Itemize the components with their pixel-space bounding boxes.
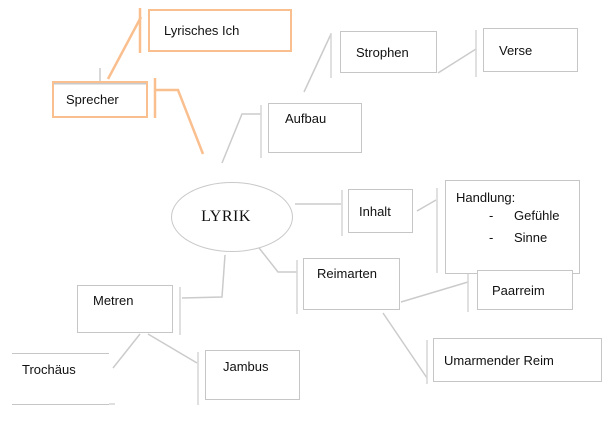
- trochaeus-label: Trochäus: [22, 362, 76, 377]
- connector-inhalt-handlung: [416, 199, 437, 212]
- node-handlung[interactable]: Handlung: - Gefühle - Sinne: [445, 180, 580, 274]
- node-lyrisches-ich[interactable]: Lyrisches Ich: [148, 9, 292, 52]
- node-aufbau[interactable]: Aufbau: [268, 103, 362, 153]
- node-metren[interactable]: Metren: [77, 285, 173, 333]
- jambus-label: Jambus: [223, 359, 269, 374]
- connector-lyrik-reimarten: [251, 238, 297, 273]
- umarmender-reim-label: Umarmender Reim: [444, 352, 554, 368]
- paarreim-label: Paarreim: [492, 282, 545, 298]
- handlung-item-label: Sinne: [514, 230, 548, 245]
- node-paarreim[interactable]: Paarreim: [477, 270, 573, 310]
- metren-label: Metren: [93, 293, 134, 308]
- connector-strophen-verse: [437, 48, 477, 74]
- node-jambus[interactable]: Jambus: [205, 350, 300, 400]
- aufbau-label: Aufbau: [285, 111, 327, 126]
- bullet-dash: -: [489, 208, 494, 223]
- inhalt-label: Inhalt: [359, 203, 391, 219]
- connector-sprecher-lyrisches-ich: [106, 16, 143, 80]
- connector-metren-jambus: [147, 333, 198, 364]
- node-trochaeus[interactable]: Trochäus: [12, 353, 109, 405]
- node-reimarten[interactable]: Reimarten: [303, 258, 400, 310]
- node-inhalt[interactable]: Inhalt: [348, 189, 413, 233]
- connector-lyrik-aufbau: [221, 113, 261, 164]
- node-sprecher[interactable]: Sprecher: [52, 81, 148, 118]
- connector-aufbau-strophen: [303, 33, 332, 93]
- lyrik-label: LYRIK: [201, 208, 251, 225]
- node-verse[interactable]: Verse: [483, 28, 578, 72]
- connector-sprecher-lyrik: [155, 88, 205, 155]
- connector-reimarten-paarreim: [400, 281, 469, 303]
- connector-reimarten-umarmender-reim: [382, 312, 428, 379]
- connector-lyrik-metren: [181, 254, 226, 299]
- node-lyrik[interactable]: LYRIK: [171, 182, 293, 252]
- handlung-item: - Sinne: [456, 227, 579, 249]
- strophen-label: Strophen: [356, 44, 409, 60]
- reimarten-label: Reimarten: [317, 266, 377, 281]
- handlung-item-label: Gefühle: [514, 208, 560, 223]
- bullet-dash: -: [489, 230, 494, 245]
- verse-label: Verse: [499, 42, 533, 58]
- handlung-title: Handlung:: [456, 190, 516, 205]
- node-umarmender-reim[interactable]: Umarmender Reim: [433, 338, 602, 382]
- lyrisches-ich-label: Lyrisches Ich: [164, 23, 240, 38]
- node-strophen[interactable]: Strophen: [340, 31, 437, 73]
- sprecher-label: Sprecher: [66, 92, 119, 107]
- handlung-item: - Gefühle: [456, 205, 579, 227]
- connector-metren-trochaeus: [112, 333, 141, 369]
